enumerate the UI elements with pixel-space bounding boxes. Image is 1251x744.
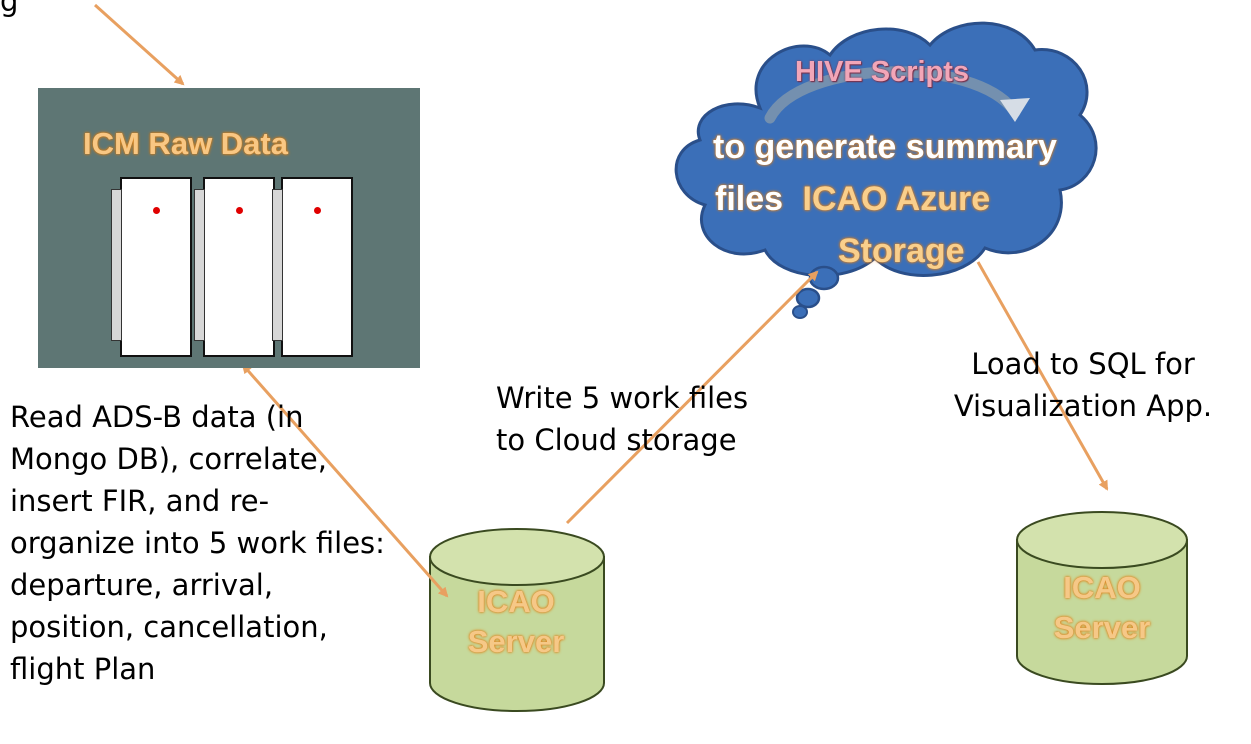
cloud-line-2-accent: ICAO Azure (802, 180, 991, 218)
load-process-label: Load to SQL for Visualization App. (953, 347, 1213, 423)
icao-server-left-cylinder (429, 528, 605, 712)
server-led-icon (236, 207, 243, 214)
read-process-label: Read ADS-B data (in Mongo DB), correlate… (10, 400, 385, 686)
server-rack-icon (111, 177, 192, 357)
cloud-line-3: Storage (838, 230, 965, 272)
server-rack-icon (272, 177, 353, 357)
hive-scripts-label: HIVE Scripts (795, 56, 970, 88)
arrow-cloud-to-sql (976, 261, 1109, 491)
server-led-icon (153, 207, 160, 214)
icao-server-left-label: ICAO Server (467, 584, 565, 659)
arrow-into-raw-data (93, 3, 185, 86)
icm-raw-data-panel: ICM Raw Data (38, 88, 420, 368)
cloud-line-1: to generate summary (713, 128, 1057, 166)
hive-curved-arrow (764, 66, 1021, 124)
icm-raw-data-title: ICM Raw Data (83, 126, 288, 161)
arrow-raw-data-server (241, 363, 449, 598)
server-rack-icon (194, 177, 275, 357)
cloud-line-2: files ICAO Azure (715, 178, 990, 220)
cropped-text-fragment: g (0, 0, 19, 18)
cloud-line-2-plain: files (715, 180, 784, 218)
icao-server-right-label: ICAO Server (1053, 570, 1151, 645)
write-process-label: Write 5 work files to Cloud storage (496, 381, 749, 457)
server-led-icon (314, 207, 321, 214)
arrow-server-to-cloud (565, 270, 819, 525)
cloud-line-3-text: Storage (838, 232, 965, 270)
icao-server-right-cylinder (1016, 511, 1188, 685)
